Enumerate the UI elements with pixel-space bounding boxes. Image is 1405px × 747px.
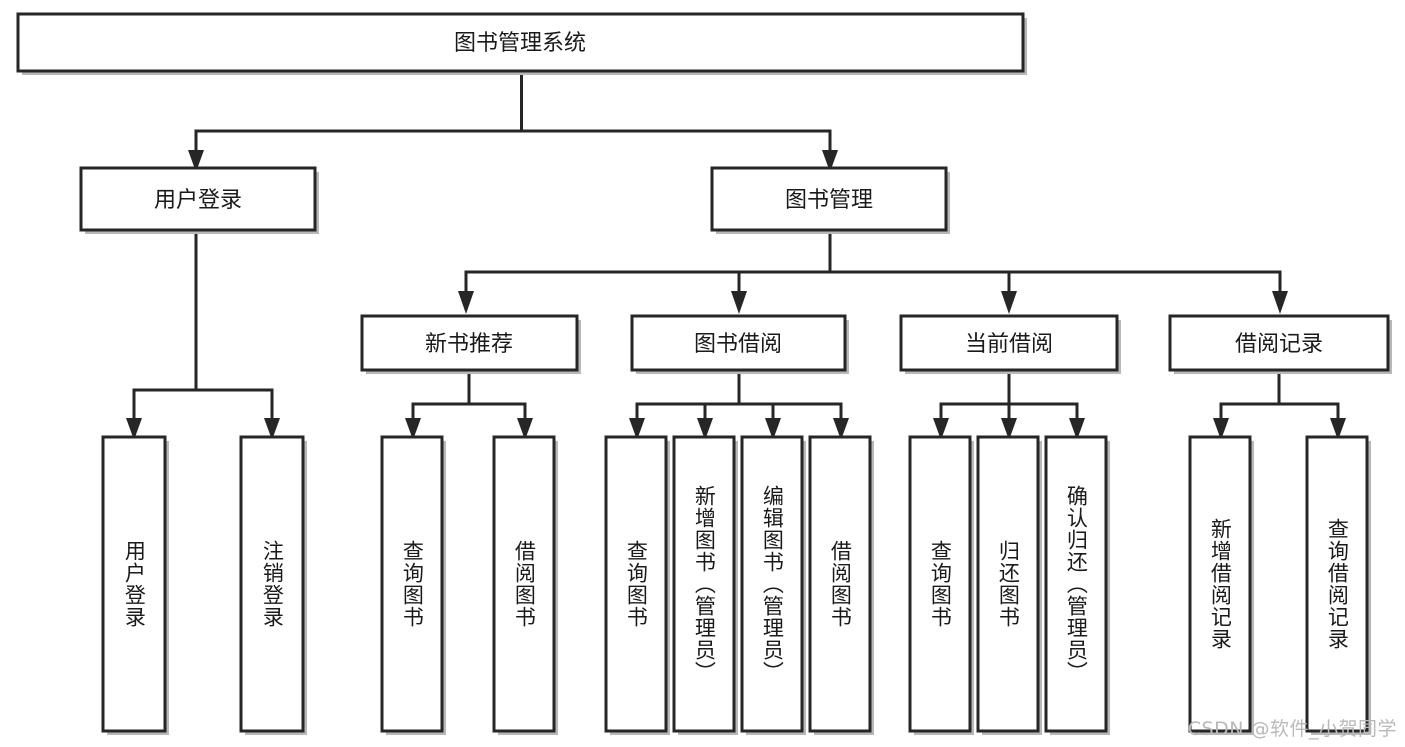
node-current-borrow-label: 当前借阅 (965, 332, 1053, 357)
node-leaf-query-book-2-box (604, 435, 668, 733)
edge-newbookrec-bus (411, 372, 527, 420)
node-current-borrow-box (899, 314, 1119, 372)
arrow-newbookrec-to-leaf-query-book (405, 418, 421, 440)
node-leaf-query-book-3[interactable] (908, 435, 974, 735)
node-borrow-record[interactable]: 借阅记录 (1168, 314, 1392, 374)
node-leaf-borrow-book-1[interactable] (492, 435, 558, 735)
arrow-bookmanage-to-new-book-rec (458, 291, 474, 314)
node-leaf-add-book-admin[interactable] (672, 435, 738, 735)
node-user-login[interactable]: 用户登录 (79, 166, 319, 234)
node-book-manage-box (710, 166, 948, 232)
node-leaf-borrow-book-2-box (808, 435, 872, 733)
node-current-borrow[interactable]: 当前借阅 (899, 314, 1121, 374)
arrow-borrowrecord-to-leaf-add-record (1213, 418, 1229, 440)
node-book-manage[interactable]: 图书管理 (710, 166, 950, 234)
node-leaf-edit-book-admin[interactable] (740, 435, 806, 735)
arrow-borrowrecord-to-leaf-query-record (1330, 418, 1346, 440)
node-new-book-rec-box (360, 314, 579, 372)
node-leaf-query-book-1[interactable] (380, 435, 446, 735)
node-leaf-query-book-2[interactable] (604, 435, 670, 735)
arrow-currentborrow-to-leaf-query-book (933, 418, 949, 440)
arrow-newbookrec-to-leaf-borrow-book (517, 418, 533, 440)
arrow-bookborrow-to-leaf-query-book (629, 418, 645, 440)
arrow-userlogin-to-leaf-user-login (126, 418, 142, 440)
node-book-manage-label: 图书管理 (785, 188, 873, 213)
node-borrow-record-label: 借阅记录 (1235, 332, 1323, 357)
arrow-currentborrow-to-leaf-return-book (1001, 418, 1017, 440)
node-leaf-query-book-1-box (380, 435, 444, 733)
node-layer: 图书管理系统 用户登录 图书管理 新书推荐 (16, 12, 1392, 735)
node-new-book-rec[interactable]: 新书推荐 (360, 314, 581, 374)
node-leaf-borrow-book-1-box (492, 435, 556, 733)
arrow-bookmanage-to-book-borrow (731, 291, 747, 314)
node-leaf-query-record-box (1305, 435, 1369, 733)
node-root[interactable]: 图书管理系统 (16, 12, 1027, 75)
arrow-root-to-book-manage (822, 150, 838, 172)
node-book-borrow-label: 图书借阅 (694, 332, 782, 357)
node-user-login-label: 用户登录 (154, 188, 242, 213)
node-leaf-query-book-3-box (908, 435, 972, 733)
edge-userlogin-bus (132, 232, 274, 420)
node-book-borrow-box (630, 314, 847, 372)
arrow-bookmanage-to-current-borrow (1001, 291, 1017, 314)
node-book-borrow[interactable]: 图书借阅 (630, 314, 849, 374)
node-new-book-rec-label: 新书推荐 (425, 332, 513, 357)
arrow-currentborrow-to-leaf-confirm-return (1069, 418, 1085, 440)
node-leaf-logout[interactable] (239, 435, 307, 735)
node-leaf-confirm-return-admin-box (1044, 435, 1108, 733)
edge-borrowrecord-bus (1219, 372, 1340, 420)
node-leaf-confirm-return-admin[interactable] (1044, 435, 1110, 735)
node-leaf-edit-book-admin-box (740, 435, 804, 733)
node-leaf-user-login[interactable] (101, 435, 169, 735)
node-leaf-user-login-box (101, 435, 167, 733)
edge-bookborrow-bus (635, 372, 843, 420)
arrow-bookborrow-to-leaf-edit-book (765, 418, 781, 440)
arrow-bookborrow-to-leaf-borrow-book (833, 418, 849, 440)
node-root-box (16, 12, 1025, 73)
arrow-root-to-user-login (188, 150, 204, 172)
node-leaf-borrow-book-2[interactable] (808, 435, 874, 735)
arrow-userlogin-to-leaf-logout (264, 418, 280, 440)
node-leaf-add-book-admin-box (672, 435, 736, 733)
connector-layer (126, 73, 1346, 440)
arrow-bookmanage-to-borrow-record (1272, 291, 1288, 314)
node-leaf-add-record-box (1188, 435, 1252, 733)
arrow-bookborrow-to-leaf-add-book (697, 418, 713, 440)
node-leaf-add-record[interactable] (1188, 435, 1254, 735)
node-leaf-return-book-box (976, 435, 1040, 733)
node-leaf-logout-box (239, 435, 305, 733)
node-leaf-return-book[interactable] (976, 435, 1042, 735)
node-user-login-box (79, 166, 317, 232)
node-borrow-record-box (1168, 314, 1390, 372)
node-leaf-query-record[interactable] (1305, 435, 1371, 735)
edge-bookmanage-bus (464, 232, 1282, 293)
edge-currentborrow-bus (939, 372, 1079, 420)
edge-root-bus (194, 73, 832, 152)
node-root-label: 图书管理系统 (454, 31, 586, 56)
watermark-label: CSDN @软件_小贺同学 (1187, 718, 1397, 740)
